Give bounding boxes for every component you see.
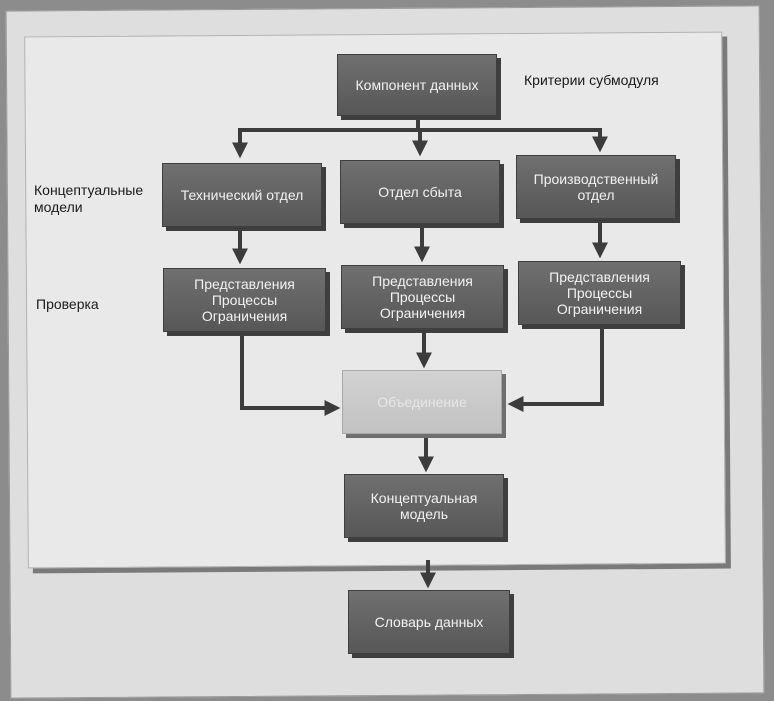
label-submodule-criteria: Критерии субмодуля (524, 72, 659, 88)
box-conceptual-model: Концептуальная модель (344, 474, 504, 538)
box-review-right: Представления Процессы Ограничения (518, 261, 681, 325)
label-conceptual-models: Концептуальные модели (34, 182, 144, 215)
box-data-component: Компонент данных (337, 54, 497, 116)
box-data-dictionary: Словарь данных (348, 590, 510, 654)
arrow-review-right-to-merge (507, 326, 604, 412)
box-sales-dept: Отдел сбыта (340, 160, 500, 224)
box-production-dept: Производственный отдел (516, 155, 676, 219)
box-review-left: Представления Процессы Ограничения (163, 268, 326, 332)
label-verification: Проверка (36, 296, 99, 312)
arrow-review-left-to-merge (240, 334, 341, 416)
box-technical-dept: Технический отдел (162, 163, 322, 227)
box-merge: Объединение (342, 370, 502, 434)
box-review-center: Представления Процессы Ограничения (341, 265, 504, 329)
